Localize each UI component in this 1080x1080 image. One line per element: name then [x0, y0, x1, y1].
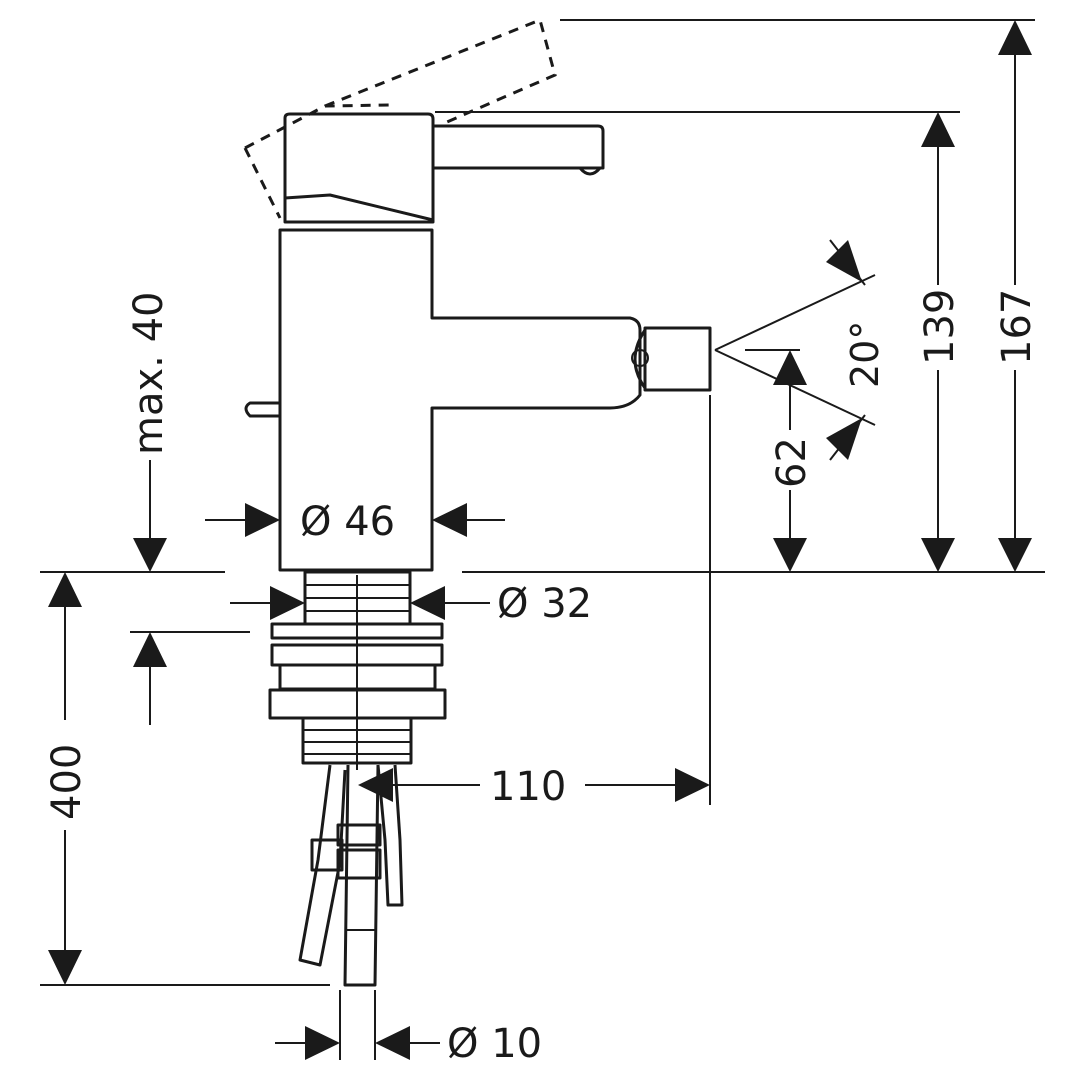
extension-lines [40, 19, 1045, 1060]
mounting-thread [268, 570, 447, 770]
label-body-diameter: Ø 46 [300, 499, 395, 545]
label-max-depth: max. 40 [126, 292, 172, 455]
label-spray-angle: 20° [843, 321, 887, 388]
label-projection-110: 110 [490, 764, 566, 810]
label-height-62: 62 [769, 437, 815, 488]
lever-raised-position [243, 17, 557, 219]
spray-angle-lines [714, 274, 876, 426]
label-thread-diameter: Ø 32 [497, 581, 592, 627]
label-height-139: 139 [917, 289, 963, 365]
label-height-167: 167 [994, 289, 1040, 365]
supply-hoses [298, 764, 404, 987]
dimension-arrows [48, 20, 1032, 1060]
label-hose-diameter: Ø 10 [447, 1021, 542, 1067]
mixer-body [244, 112, 712, 572]
label-height-400: 400 [44, 744, 90, 820]
